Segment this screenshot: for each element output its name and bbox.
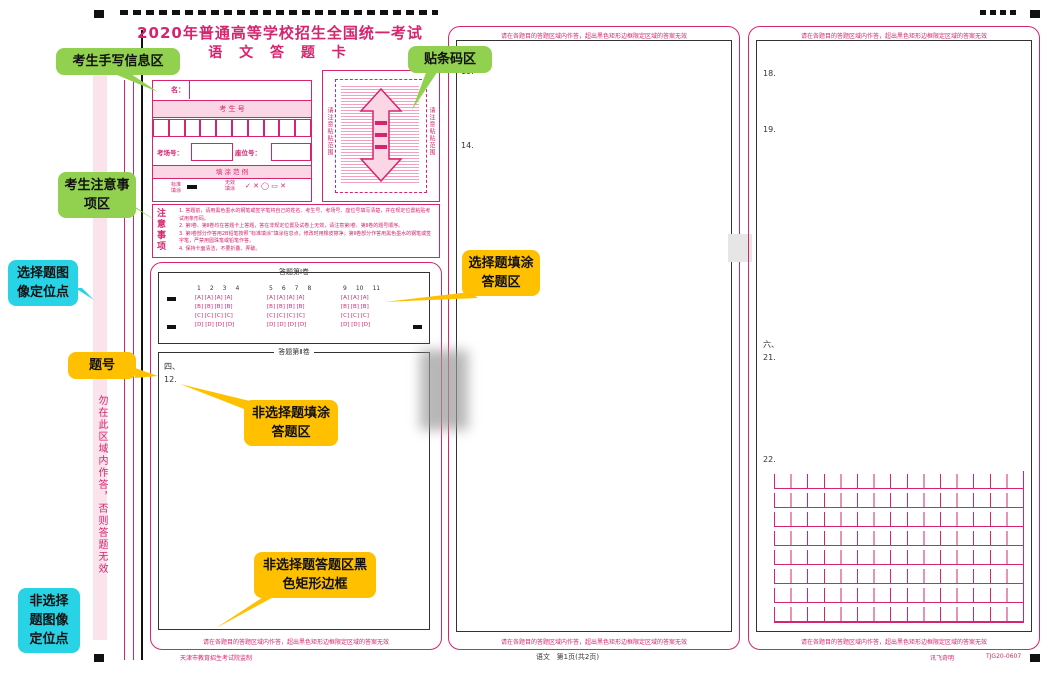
answer-panel-right: 请在各题目的答题区域内作答，超出黑色矩形边框限定区域的答案无效 请在各题目的答题… bbox=[748, 26, 1040, 650]
notes-area: 注意事项 1. 答题前，请用黑色墨水的钢笔或签字笔将自己的姓名、考生号、考场号、… bbox=[152, 204, 440, 258]
part-six-label: 六、 bbox=[763, 340, 779, 349]
left-black-line bbox=[141, 30, 143, 660]
barcode-arrow-icon bbox=[359, 87, 403, 183]
top-dashed-strip bbox=[120, 10, 438, 15]
notes-title: 注意事项 bbox=[157, 209, 167, 252]
question-22-label: 22. bbox=[763, 455, 776, 464]
locator-mark-bottom-right bbox=[1030, 654, 1040, 662]
locator-mark-top-left bbox=[94, 10, 104, 18]
locator-mark-bottom-left bbox=[94, 654, 104, 662]
callout-handwrite-info: 考生手写信息区 bbox=[56, 48, 180, 75]
question-12-label: 12. bbox=[164, 375, 177, 384]
side-warning: 勿在此区域内作答，否则答题无效 bbox=[96, 395, 107, 575]
question-18-label: 18. bbox=[763, 69, 776, 78]
standard-fill-mark bbox=[187, 185, 197, 189]
exam-id-boxes[interactable] bbox=[153, 119, 311, 137]
choice-locator-left-top bbox=[167, 297, 176, 301]
footer-right-code: TJG20-0607 bbox=[986, 653, 1022, 660]
callout-choice-fill: 选择题填涂答题区 bbox=[462, 250, 540, 296]
card-title: 语 文 答 题 卡 bbox=[208, 45, 352, 61]
seat-field[interactable] bbox=[271, 143, 311, 161]
callout-nonchoice-border: 非选择题答题区黑色矩形边框 bbox=[254, 552, 376, 598]
option-rows-g3[interactable]: [A] [A] [A] [B] [B] [B] [C] [C] [C] [D] … bbox=[341, 295, 371, 328]
callout-choice-locator: 选择题图像定位点 bbox=[8, 260, 78, 306]
footer-right-brand: 讯飞奇明 bbox=[930, 655, 955, 662]
question-19-label: 19. bbox=[763, 125, 776, 134]
exam-room-field[interactable] bbox=[191, 143, 233, 161]
locator-mark-top-right bbox=[1030, 10, 1040, 18]
panel-note-top: 请在各题目的答题区域内作答，超出黑色矩形边框限定区域的答案无效 bbox=[500, 33, 687, 40]
choice-locator-left-bottom bbox=[167, 325, 176, 329]
name-field[interactable] bbox=[189, 81, 312, 99]
barcode-dashed-box[interactable] bbox=[335, 79, 427, 193]
option-rows-g2[interactable]: [A] [A] [A] [A] [B] [B] [B] [B] [C] [C] … bbox=[267, 295, 307, 328]
blur-patch-1 bbox=[420, 350, 468, 430]
essay-grid[interactable] bbox=[774, 471, 1024, 623]
callout-nonchoice-fill: 非选择题填涂答题区 bbox=[244, 400, 338, 446]
question-14-label: 14. bbox=[461, 141, 474, 150]
fill-example-header: 填 涂 范 例 bbox=[153, 165, 311, 179]
right-answer-box[interactable]: 18. 19. 六、 21. 22. bbox=[756, 40, 1032, 632]
barcode-side-text-left: 请注意粘贴范围 bbox=[326, 107, 333, 156]
standard-fill-label: 标准 填涂 bbox=[171, 182, 182, 194]
note-item: 1. 答题前，请用黑色墨水的钢笔或签字笔将自己的姓名、考生号、考场号、座位号填写… bbox=[179, 208, 431, 222]
exam-room-label: 考场号： bbox=[157, 149, 183, 157]
panel-note: 请在各题目的答题区域内作答，超出黑色矩形边框限定区域的答案无效 bbox=[202, 639, 389, 646]
footer-left: 天津市教育招生考试院监制 bbox=[180, 655, 253, 662]
panel-note-bottom-right: 请在各题目的答题区域内作答，超出黑色矩形边框限定区域的答案无效 bbox=[800, 639, 987, 646]
section1-title: 答题第Ⅰ卷 bbox=[278, 268, 310, 276]
essay-grid-gaps bbox=[774, 471, 1023, 622]
wrong-fill-label: 无效 填涂 bbox=[225, 180, 236, 192]
answer-panel-left: 请在各题目的答题区域内作答，超出黑色矩形边框限定区域的答案无效 bbox=[150, 262, 442, 650]
barcode-side-text-right: 请注意粘贴范围 bbox=[428, 107, 435, 156]
wrong-fill-marks: ✓ ✕ ◯ ▭ ✕ bbox=[245, 182, 286, 190]
option-rows-g1[interactable]: [A] [A] [A] [A] [B] [B] [B] [B] [C] [C] … bbox=[195, 295, 235, 328]
section2-box[interactable]: 答题第Ⅱ卷 四、 12. bbox=[158, 348, 430, 630]
note-item: 4. 保持卡面清洁，不要折叠、弄破。 bbox=[179, 245, 261, 252]
callout-barcode: 贴条码区 bbox=[408, 46, 492, 73]
panel-note-bottom: 请在各题目的答题区域内作答，超出黑色矩形边框限定区域的答案无效 bbox=[500, 639, 687, 646]
barcode-area: 请注意粘贴范围 请注意粘贴范围 bbox=[322, 70, 440, 202]
exam-title: 2020年普通高等学校招生全国统一考试 bbox=[137, 24, 423, 42]
note-item: 2. 第Ⅰ卷、第Ⅱ卷均在答题卡上答题，答在非规定位置及试卷上无效，请注意第Ⅰ卷、… bbox=[179, 223, 404, 229]
note-item: 3. 第Ⅰ卷部分作答用2B铅笔按照“标准填涂”填涂信息点，修改时用橡皮擦净；第Ⅱ… bbox=[179, 230, 432, 245]
top-dashed-strip-right bbox=[980, 10, 1020, 15]
answer-panel-middle: 请在各题目的答题区域内作答，超出黑色矩形边框限定区域的答案无效 请在各题目的答题… bbox=[448, 26, 740, 650]
notes-list: 1. 答题前，请用黑色墨水的钢笔或签字笔将自己的姓名、考生号、考场号、座位号填写… bbox=[179, 208, 435, 253]
seat-label: 座位号： bbox=[235, 149, 261, 157]
footer-center: 语文 第1页(共2页) bbox=[536, 653, 600, 661]
section2-title: 答题第Ⅱ卷 bbox=[159, 347, 429, 357]
callout-question-number: 题号 bbox=[68, 352, 136, 379]
exam-id-header: 考 生 号 bbox=[153, 100, 311, 118]
handwrite-info-area: 名： 考 生 号 考场号： 座位号： 填 涂 范 例 标准 填涂 无效 填涂 ✓… bbox=[152, 80, 312, 202]
callout-nonchoice-locator: 非选择题图像定位点 bbox=[18, 588, 80, 653]
panel-note-top-right: 请在各题目的答题区域内作答，超出黑色矩形边框限定区域的答案无效 bbox=[800, 33, 987, 40]
choice-locator-right bbox=[413, 325, 422, 329]
callout-notes: 考生注意事项区 bbox=[58, 172, 136, 218]
question-21-label: 21. bbox=[763, 353, 776, 362]
part-four-label: 四、 bbox=[164, 362, 180, 371]
name-label: 名： bbox=[171, 86, 185, 94]
